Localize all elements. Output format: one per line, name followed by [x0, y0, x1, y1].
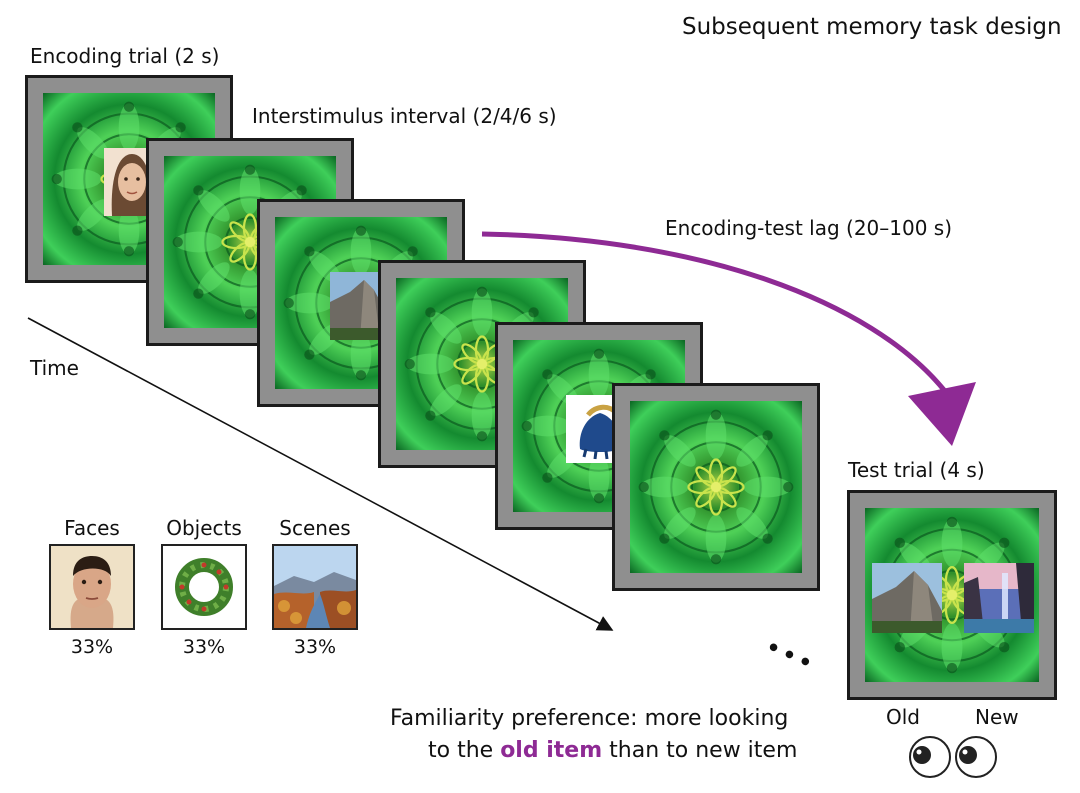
new-item-image: [964, 563, 1034, 633]
category-objects-percent: 33%: [182, 636, 226, 658]
new-choice-label: New: [975, 705, 1019, 729]
category-faces-percent: 33%: [70, 636, 114, 658]
eyes-icon: [909, 736, 997, 778]
caption-line-2: to the old item than to new item: [428, 738, 797, 763]
diagram-title: Subsequent memory task design: [682, 14, 1062, 40]
caption-highlight: old item: [500, 738, 603, 763]
test-trial-label: Test trial (4 s): [848, 458, 985, 482]
caption-line-1: Familiarity preference: more looking: [390, 706, 789, 731]
kaleidoscope-pattern: [630, 401, 802, 573]
old-choice-label: Old: [886, 705, 920, 729]
category-scenes-label: Scenes: [279, 516, 351, 540]
caption-line-2-post: than to new item: [602, 738, 798, 763]
face-example-thumb: [49, 544, 135, 630]
lag-label: Encoding-test lag (20–100 s): [665, 216, 953, 240]
category-faces-label: Faces: [64, 516, 120, 540]
ellipsis-dots: •••: [759, 632, 820, 681]
lag-arrowhead: [908, 382, 976, 446]
scene-example-thumb: [272, 544, 358, 630]
category-objects-label: Objects: [166, 516, 242, 540]
category-scenes-percent: 33%: [293, 636, 337, 658]
encoding-trial-label: Encoding trial (2 s): [30, 44, 220, 68]
time-label: Time: [30, 356, 79, 380]
isi-label: Interstimulus interval (2/4/6 s): [252, 104, 557, 128]
object-example-thumb: [161, 544, 247, 630]
scene-stimulus: [330, 272, 386, 340]
old-item-image: [872, 563, 942, 633]
isi-frame-3: [612, 383, 820, 591]
test-frame: [847, 490, 1057, 700]
caption-line-2-pre: to the: [428, 738, 501, 763]
